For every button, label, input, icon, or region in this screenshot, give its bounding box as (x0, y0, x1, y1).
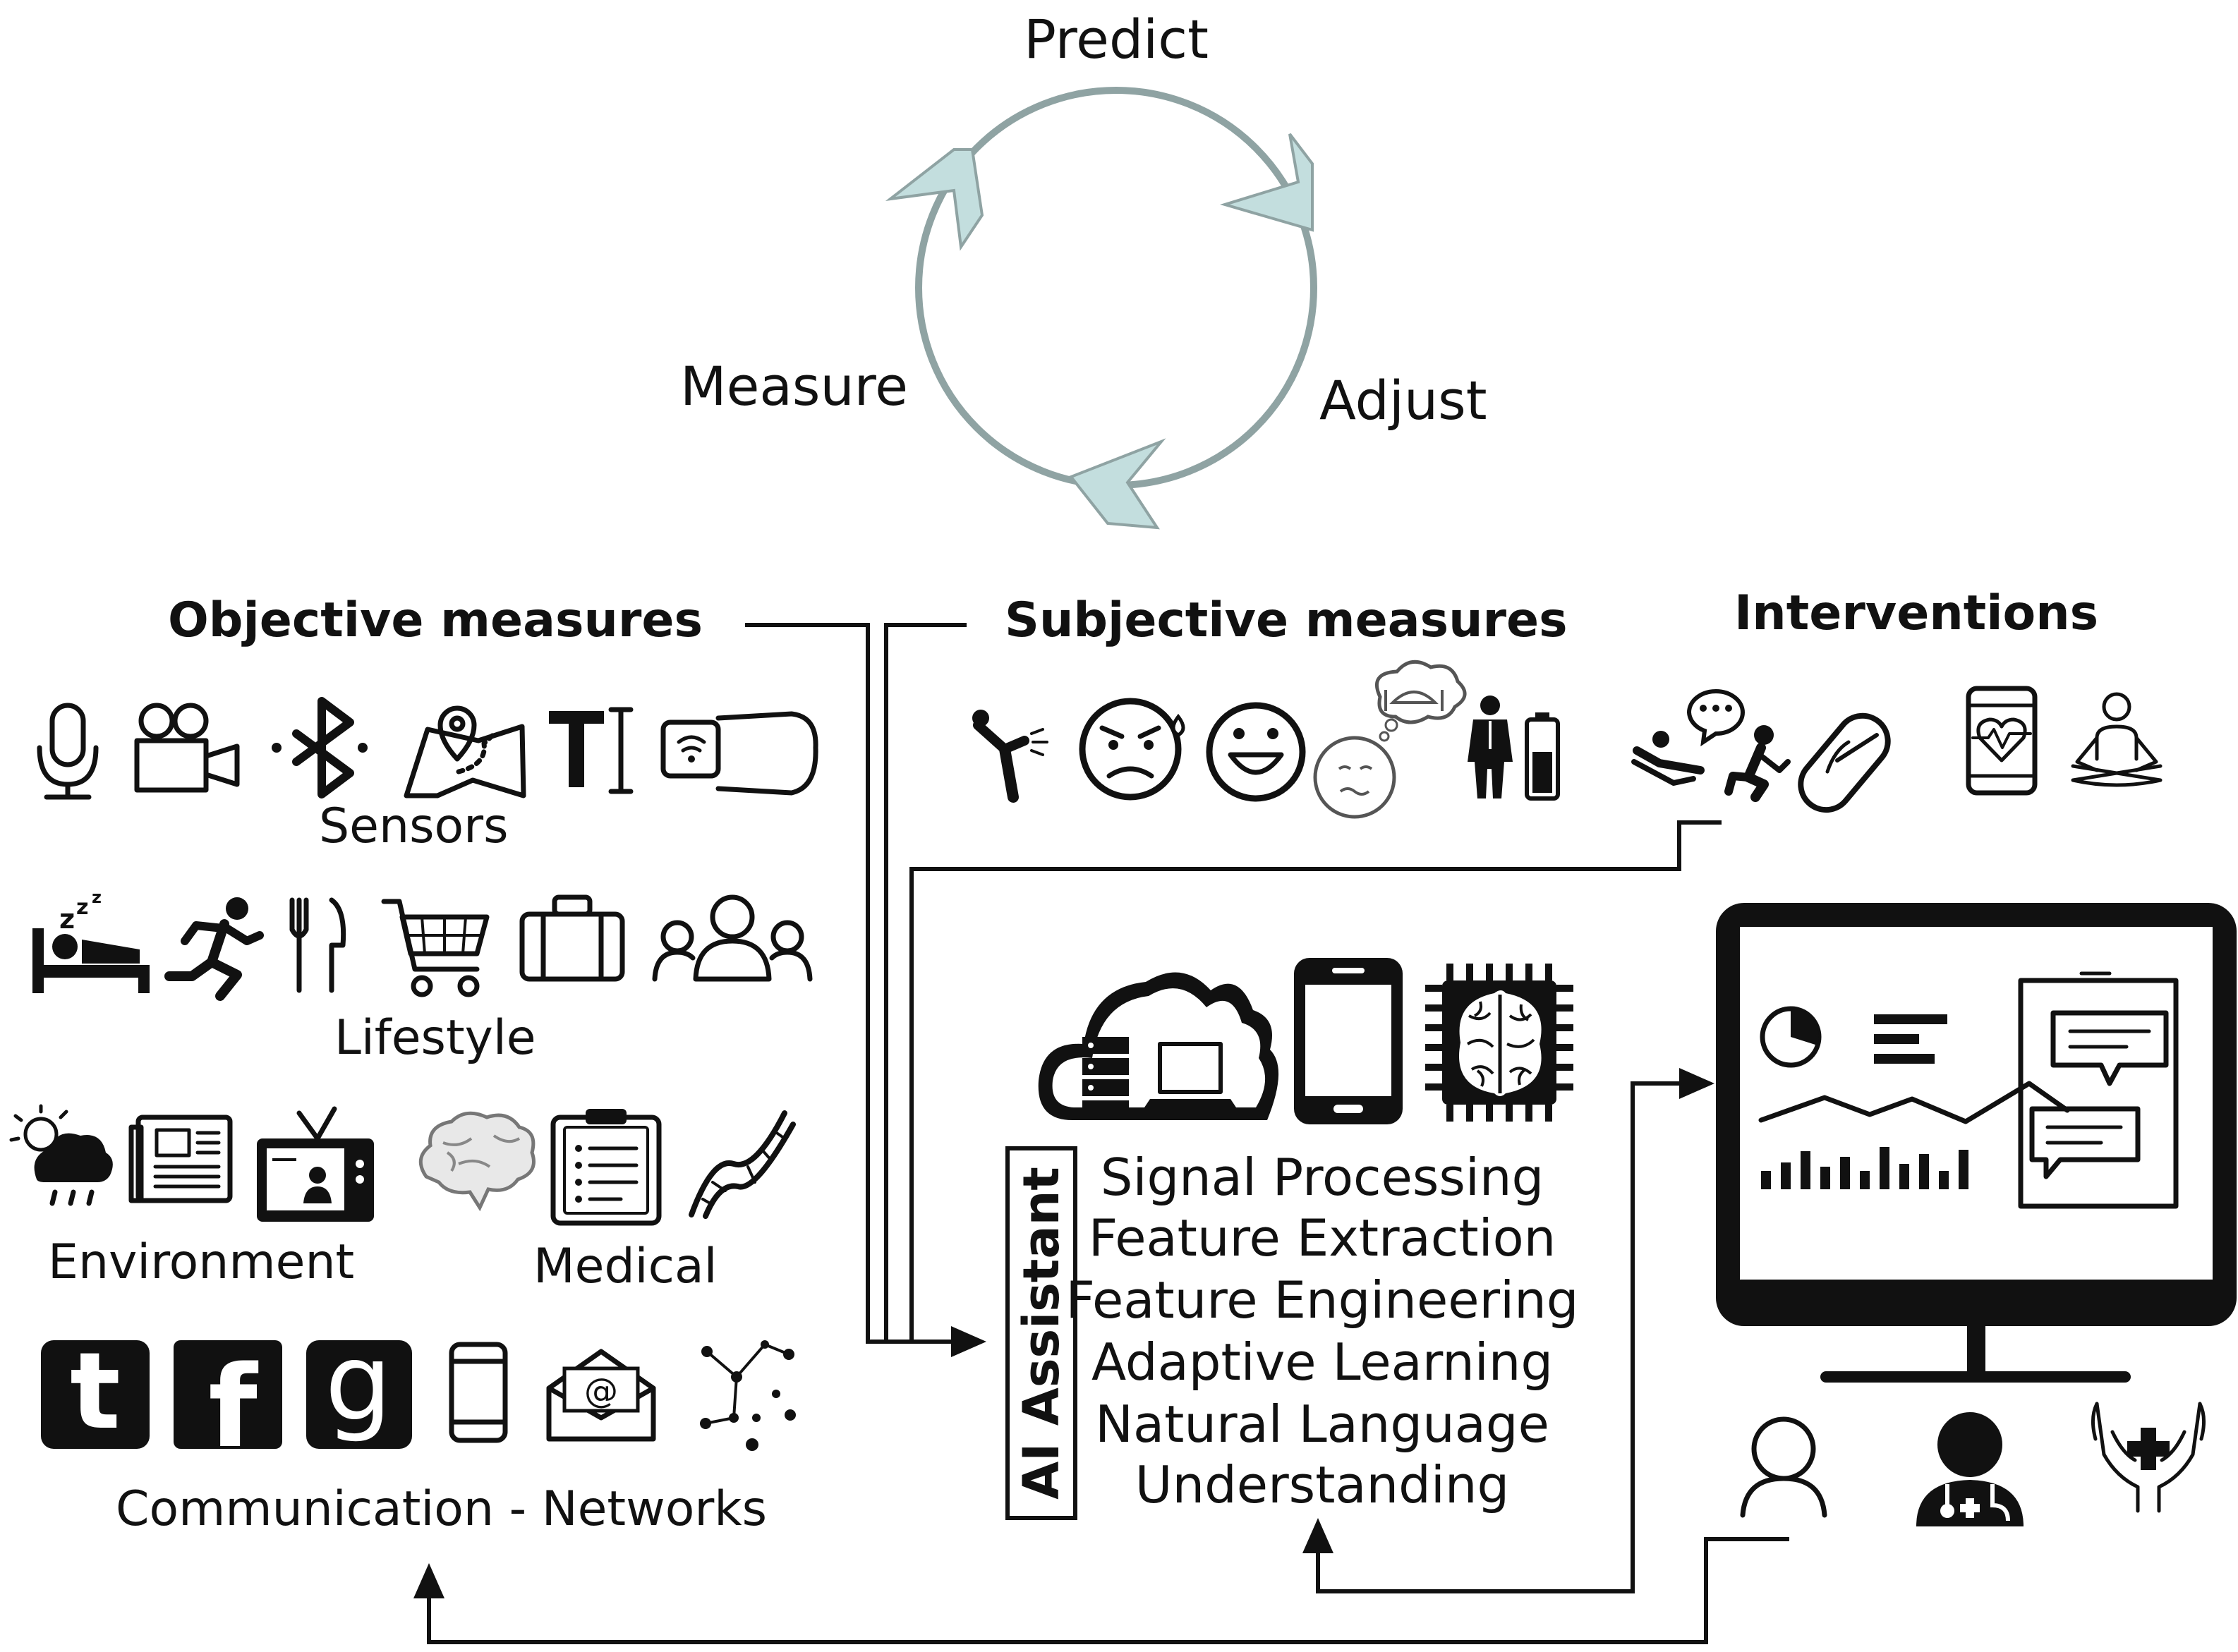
ai-assistant-label-box (1005, 1146, 1077, 1520)
smartwatch-icon (660, 711, 818, 796)
twitter-glyph: t (70, 1330, 121, 1453)
network-icon (700, 1340, 796, 1451)
ai-line-natural-language: Natural Language (1095, 1395, 1549, 1454)
facebook-icon: f (174, 1340, 282, 1473)
svg-text:z: z (92, 887, 102, 907)
label-environment: Environment (48, 1234, 354, 1290)
connector-ai-monitor (1316, 1081, 1686, 1593)
running-icon (164, 897, 264, 1001)
arrowhead-to-ai-text (1302, 1518, 1333, 1553)
care-hands-icon (2091, 1402, 2206, 1513)
dna-icon (689, 1110, 796, 1219)
cycle-label-measure: Measure (680, 355, 908, 418)
email-glyph: @ (584, 1371, 618, 1411)
cycle-ring (915, 87, 1317, 489)
doctor-icon (1916, 1412, 2024, 1526)
connector-interventions (909, 820, 1722, 1342)
map-icon (404, 705, 526, 798)
ai-chip-icon (1425, 964, 1573, 1122)
facebook-glyph: f (208, 1341, 259, 1473)
sensors-group: Sensors (37, 697, 818, 854)
patient-icon (1740, 1416, 1827, 1518)
briefcase-icon (519, 894, 625, 982)
pill-icon (1798, 712, 1891, 813)
line-chart-icon (1758, 1081, 2070, 1124)
environment-group: Environment (9, 1104, 374, 1290)
bluetooth-icon (272, 697, 368, 798)
bar-list-icon (1874, 1014, 1947, 1064)
ai-line-understanding: Understanding (1135, 1455, 1509, 1514)
ai-assistant-title: AI Assistant (1012, 1167, 1070, 1500)
label-sensors: Sensors (319, 798, 509, 854)
heading-objective-measures: Objective measures (168, 593, 703, 648)
email-icon: @ (546, 1349, 656, 1442)
predict-adjust-measure-cycle: Predict Adjust Measure (680, 8, 1487, 530)
svg-text:z: z (76, 895, 88, 920)
communication-group: t f g @ Communication - Networks (41, 1322, 796, 1537)
cycle-arrow-top-right (1220, 133, 1314, 232)
bar-chart-icon (1761, 1147, 1968, 1189)
label-communication-networks: Communication - Networks (116, 1481, 767, 1537)
craving-face-icon (1313, 660, 1467, 819)
heading-subjective-measures: Subjective measures (1005, 593, 1568, 648)
happy-face-icon (1206, 702, 1306, 802)
arrowhead-to-ai (951, 1326, 986, 1357)
chat-panel (2018, 971, 2179, 1209)
microphone-icon (37, 703, 99, 800)
fork-knife-icon (289, 897, 346, 993)
interventions-group (1631, 686, 2163, 813)
text-cursor-icon (549, 707, 634, 794)
google-glyph: g (325, 1322, 392, 1445)
connector-subjective (884, 623, 967, 1342)
brain-icon (418, 1111, 536, 1212)
pie-chart-icon (1760, 1006, 1822, 1068)
pain-icon (972, 710, 1048, 803)
label-lifestyle: Lifestyle (334, 1010, 536, 1066)
shopping-cart-icon (381, 899, 490, 997)
therapy-icon (1631, 689, 1791, 802)
cycle-arrow-bottom (1068, 438, 1166, 530)
medical-group: Medical (418, 1109, 796, 1294)
connector-objective (745, 623, 981, 1344)
video-camera-icon (134, 703, 240, 793)
phone-icon (449, 1342, 508, 1443)
google-icon: g (306, 1322, 412, 1449)
ai-line-feature-extraction: Feature Extraction (1089, 1208, 1556, 1268)
ai-line-signal-processing: Signal Processing (1101, 1148, 1544, 1207)
weather-icon (9, 1104, 113, 1206)
cycle-label-predict: Predict (1024, 8, 1209, 71)
tv-icon (257, 1106, 374, 1222)
svg-text:z: z (59, 904, 75, 935)
meditation-icon (2071, 692, 2163, 787)
twitter-icon: t (41, 1330, 150, 1453)
ai-assistant-group: AI Assistant Signal Processing Feature E… (1005, 958, 1579, 1520)
cloud-server-icon (1038, 972, 1279, 1120)
heading-interventions: Interventions (1734, 585, 2098, 641)
health-app-icon (1966, 686, 2038, 796)
clipboard-icon (550, 1109, 662, 1226)
arrowhead-to-objective (413, 1563, 444, 1598)
ai-line-feature-engineering: Feature Engineering (1066, 1270, 1579, 1330)
cycle-arrow-top-left (885, 148, 984, 251)
people-icon (652, 894, 813, 982)
smartphone-icon (1294, 958, 1403, 1124)
connector-users-feedback (427, 1537, 1789, 1644)
label-medical: Medical (533, 1239, 718, 1294)
newspaper-icon (128, 1115, 233, 1203)
subjective-measures-group (972, 660, 1560, 819)
users-group (1740, 1402, 2206, 1526)
cycle-label-adjust: Adjust (1319, 369, 1487, 432)
energy-person-icon (1468, 696, 1560, 801)
connectors (413, 623, 1789, 1644)
sad-face-icon (1079, 698, 1185, 801)
arrowhead-to-monitor (1679, 1068, 1714, 1099)
ai-line-adaptive-learning: Adaptive Learning (1091, 1332, 1553, 1392)
dashboard-monitor-icon (1716, 903, 2237, 1383)
